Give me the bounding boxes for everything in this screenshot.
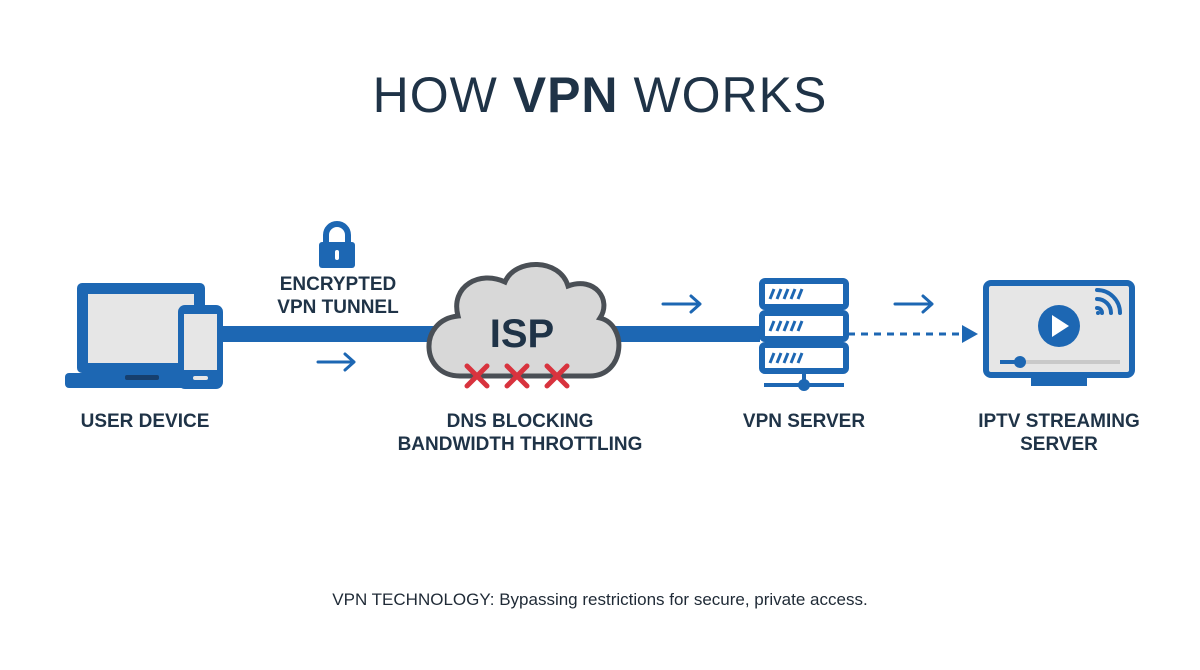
play-icon: [1038, 305, 1080, 347]
user-device-label: USER DEVICE: [55, 410, 235, 433]
isp-caption: DNS BLOCKING BANDWIDTH THROTTLING: [380, 410, 660, 456]
page-title: HOW VPN WORKS: [0, 66, 1200, 124]
tunnel-label: ENCRYPTED VPN TUNNEL: [258, 273, 418, 319]
block-x-icon: [464, 363, 570, 389]
caption: VPN TECHNOLOGY: Bypassing restrictions f…: [332, 590, 868, 609]
iptv-label: IPTV STREAMING SERVER: [969, 410, 1149, 456]
arrow-icon: [316, 352, 356, 372]
isp-caption-line2: BANDWIDTH THROTTLING: [397, 434, 643, 455]
vpn-server-label: VPN SERVER: [724, 410, 884, 433]
vpn-server-label-line1: VPN SERVER: [742, 411, 866, 432]
arrow-icon: [661, 294, 702, 314]
tunnel-label-line1: ENCRYPTED: [279, 274, 397, 295]
phone-icon: [178, 305, 223, 389]
arrow-icon: [893, 294, 934, 314]
server-icon: [759, 278, 849, 391]
isp-caption-line1: DNS BLOCKING: [446, 411, 594, 432]
iptv-label-line1: IPTV STREAMING: [978, 411, 1140, 432]
title-bold: VPN: [512, 67, 619, 123]
isp-label: ISP: [489, 312, 555, 356]
user-device-label-line1: USER DEVICE: [80, 411, 210, 432]
laptop-icon: [65, 283, 220, 388]
lock-icon: [319, 221, 355, 268]
cloud-icon: [426, 262, 622, 379]
title-suffix: WORKS: [618, 67, 828, 123]
title-prefix: HOW: [372, 67, 513, 123]
dashed-connection: [848, 325, 978, 343]
iptv-label-line2: SERVER: [1020, 434, 1098, 455]
tunnel-label-line2: VPN TUNNEL: [277, 297, 399, 318]
wifi-icon: [1095, 288, 1122, 315]
